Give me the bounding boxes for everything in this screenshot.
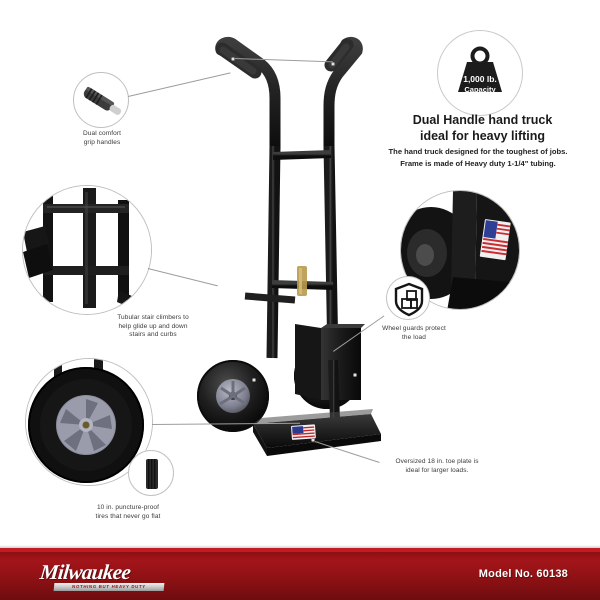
- description-line-1: The hand truck designed for the toughest…: [388, 147, 568, 156]
- callout-tires-label: 10 in. puncture-proof tires that never g…: [68, 504, 188, 521]
- headline-line-2: ideal for heavy lifting: [419, 129, 546, 143]
- callout-grip-handles-label: Dual comfort grip handles: [52, 130, 152, 147]
- label-line-1: Oversized 18 in. toe plate is: [395, 458, 479, 465]
- stair-climber-photo: [23, 186, 151, 314]
- banner-accent-line: [0, 548, 600, 552]
- label-line-1: Wheel guards protect: [382, 325, 446, 332]
- callout-tire-tread-badge: [128, 450, 174, 496]
- label-line-2: the load: [402, 333, 426, 341]
- leader-dot-stair: [252, 378, 256, 382]
- label-line-1: Tubular stair climbers to: [117, 314, 189, 321]
- label-line-2: grip handles: [83, 138, 121, 146]
- description-line-2: Frame is made of Heavy duty 1-1/4" tubin…: [400, 159, 556, 168]
- description: The hand truck designed for the toughest…: [358, 146, 598, 170]
- tire-tread-icon: [146, 459, 158, 489]
- weight-icon: [458, 46, 502, 92]
- callout-wheel-guards-label: Wheel guards protect the load: [368, 325, 460, 342]
- brand-logo: Milwaukee NOTHING BUT HEAVY DUTY: [38, 560, 170, 596]
- banner-shadow: [0, 545, 600, 548]
- wheel-guard-photo: [401, 191, 519, 309]
- brand-wordmark: Milwaukee: [38, 560, 132, 584]
- headline: Dual Handle hand truck ideal for heavy l…: [370, 112, 595, 144]
- shield-box-icon: [394, 282, 424, 317]
- model-number: Model No. 60138: [478, 568, 568, 580]
- footer-banner: Milwaukee NOTHING BUT HEAVY DUTY Model N…: [0, 552, 600, 600]
- label-line-3: stairs and curbs: [129, 331, 177, 338]
- headline-line-1: Dual Handle hand truck: [412, 113, 553, 127]
- callout-stair-climbers-label: Tubular stair climbers to help glide up …: [98, 314, 208, 340]
- label-line-1: Dual comfort: [82, 130, 122, 137]
- brand-tagline-strip: NOTHING BUT HEAVY DUTY: [53, 583, 165, 591]
- label-line-1: 10 in. puncture-proof: [96, 504, 160, 511]
- callout-wheel-guards-circle: [400, 190, 520, 310]
- leader-dot-grip-left: [231, 57, 235, 61]
- callout-toe-plate-label: Oversized 18 in. toe plate is ideal for …: [372, 458, 502, 475]
- callout-stair-climbers-circle: [22, 185, 152, 315]
- leader-dot-toe-plate: [311, 438, 315, 442]
- label-line-2: help glide up and down: [118, 322, 188, 330]
- label-line-2: tires that never go flat: [95, 512, 161, 520]
- callout-shield-badge: [386, 276, 430, 320]
- brand-tagline: NOTHING BUT HEAVY DUTY: [71, 584, 147, 589]
- label-line-2: ideal for larger loads.: [405, 466, 469, 474]
- capacity-badge: [437, 30, 523, 116]
- leader-dot-grip-right: [331, 62, 335, 66]
- product-image-hand-truck: [175, 28, 410, 488]
- leader-dot-guard: [353, 373, 357, 377]
- callout-grip-handles-circle: [73, 72, 129, 128]
- handle-grip-icon: [83, 86, 122, 115]
